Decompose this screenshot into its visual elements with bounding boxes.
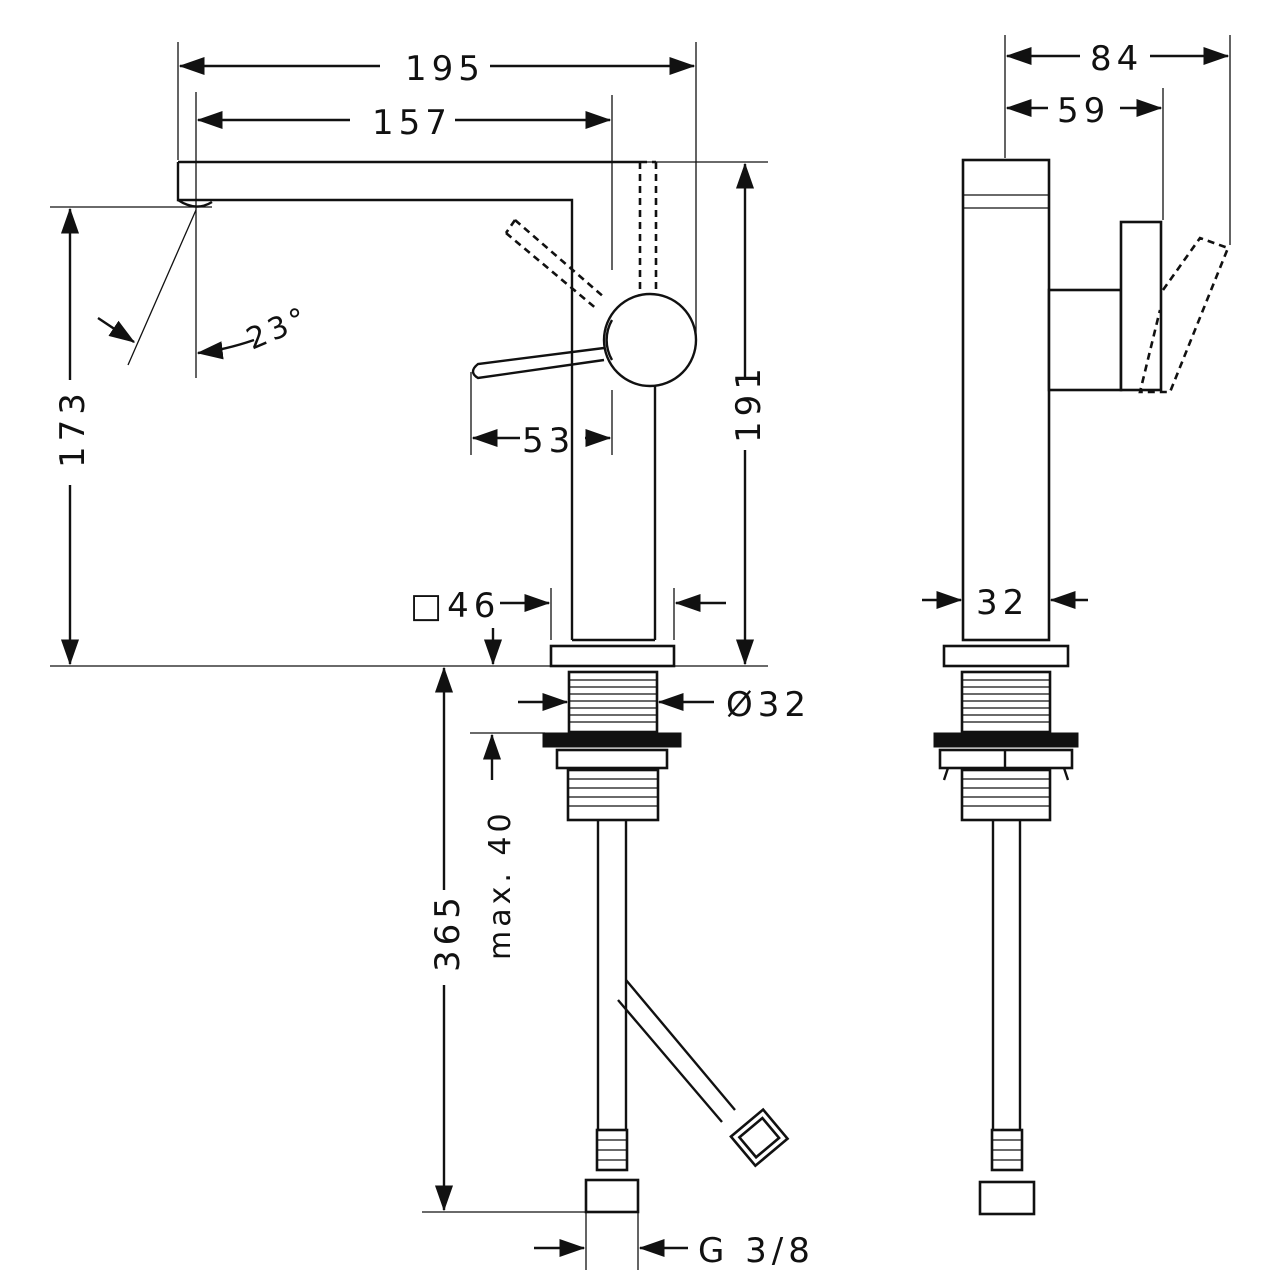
dim-157-label: 157: [372, 103, 452, 143]
dim-365-label: 365: [428, 892, 468, 972]
dimension-157: 157: [196, 103, 612, 143]
dim-46-label: □46: [410, 586, 500, 626]
dimension-angle-23: 23°: [97, 300, 315, 360]
threaded-shank: [542, 670, 682, 822]
dim-angle-label: 23°: [241, 300, 315, 358]
side-view: 84 59 32: [922, 35, 1231, 1216]
dim-59-label: 59: [1057, 91, 1110, 131]
dim-191-label: 191: [729, 363, 769, 443]
dimension-g38: G 3/8: [534, 1231, 815, 1271]
dimension-84: 84: [1005, 39, 1230, 79]
dimension-32-diameter: Ø32: [518, 685, 811, 725]
dimension-46: □46: [410, 586, 726, 666]
dimension-32-side: 32: [922, 583, 1088, 623]
dimension-173: 173: [53, 207, 93, 666]
dimension-191: 191: [729, 162, 769, 666]
dimension-195: 195: [178, 49, 696, 89]
dim-g38-label: G 3/8: [698, 1231, 815, 1271]
side-extension-lines: [1004, 35, 1231, 245]
dim-max40-label: max. 40: [483, 809, 518, 960]
dim-53-label: 53: [522, 421, 575, 461]
dimension-59: 59: [1005, 91, 1163, 131]
lever-alt-positions: [504, 160, 658, 311]
lever-handle: [471, 292, 698, 388]
dimension-365: 365: [428, 666, 468, 1212]
side-base: [933, 644, 1079, 822]
spout: [176, 160, 768, 290]
dimension-max-40: max. 40: [482, 733, 518, 960]
front-view: 195 157 173 191 23°: [50, 42, 815, 1271]
extension-lines: [50, 42, 768, 1270]
side-hose: [978, 820, 1036, 1216]
dim-195-label: 195: [405, 49, 485, 89]
dim-84-label: 84: [1090, 39, 1143, 79]
side-body: [961, 158, 1230, 642]
body-tube: [570, 95, 657, 640]
dim-32-side-label: 32: [976, 583, 1029, 623]
base-flange: [549, 638, 676, 668]
dim-32-label: Ø32: [726, 685, 811, 725]
supply-hoses: [584, 820, 790, 1214]
dim-173-label: 173: [53, 388, 93, 468]
dimension-53: 53: [471, 421, 612, 461]
